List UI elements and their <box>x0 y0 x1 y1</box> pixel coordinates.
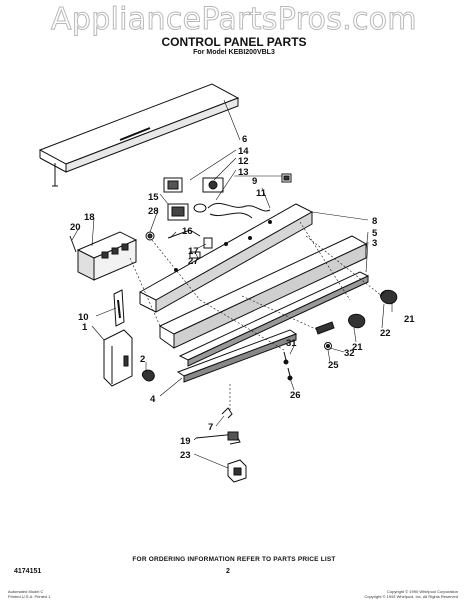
part-15-switch <box>145 203 189 241</box>
diagram-title: CONTROL PANEL PARTS <box>161 35 307 49</box>
part-4-bottom-strip <box>176 329 298 383</box>
part-23-connector <box>227 459 247 483</box>
callout-19: 19 <box>180 436 191 447</box>
copyright-line-2: Copyright © 1993 Whirlpool, Inc. All Rig… <box>364 593 458 599</box>
part-13-wire-element <box>193 202 271 219</box>
callout-8: 8 <box>372 216 377 227</box>
callout-31: 31 <box>286 338 297 349</box>
callout-7: 7 <box>208 422 213 433</box>
callout-22: 22 <box>380 328 391 339</box>
callout-32: 32 <box>344 348 355 359</box>
callout-3: 3 <box>372 238 377 249</box>
callout-12: 12 <box>238 156 249 167</box>
part-10-bracket <box>113 289 125 327</box>
callout-25: 25 <box>328 360 339 371</box>
callout-18: 18 <box>84 212 95 223</box>
callout-4: 4 <box>150 394 156 405</box>
part-18-control-module <box>69 231 138 281</box>
callout-26: 26 <box>290 390 301 401</box>
part-16-bracket <box>167 229 213 259</box>
part-22-end-cap <box>379 289 398 305</box>
part-21-end-cap <box>348 313 366 329</box>
part-1-end-panel <box>103 329 133 387</box>
part-6-trim-strip <box>38 83 240 187</box>
callout-16: 16 <box>182 226 193 237</box>
print-info: Automated Model C Printed U.S.A. Printed… <box>8 589 51 599</box>
part-26-screws <box>283 351 293 381</box>
part-14-knob-housing <box>163 177 224 193</box>
callout-10: 10 <box>78 312 89 323</box>
part-5-end-cap-strip <box>178 271 370 367</box>
watermark: AppliancePartsPros.com <box>51 2 418 38</box>
callout-1: 1 <box>82 322 88 333</box>
leader-lines <box>71 99 393 469</box>
callout-5: 5 <box>372 228 378 239</box>
part-19-harness <box>195 431 241 445</box>
part-32-bracket <box>315 321 335 350</box>
print-info-line-1: Automated Model C <box>8 589 44 594</box>
copyright-line-1: Copyright © 1990 Whirlpool Corporation <box>387 589 458 594</box>
page-number: 2 <box>226 568 230 575</box>
part-2-end-cap <box>141 369 155 382</box>
callout-23: 23 <box>180 450 191 461</box>
callout-27: 27 <box>188 256 199 267</box>
print-info-line-2: Printed U.S.A. Printed 1 <box>8 593 51 599</box>
callout-9: 9 <box>252 176 257 187</box>
part-3-trim-glass <box>158 235 368 349</box>
document-number: 4174151 <box>14 568 42 575</box>
copyright: Copyright © 1990 Whirlpool Corporation C… <box>364 589 458 599</box>
ordering-note: FOR ORDERING INFORMATION REFER TO PARTS … <box>132 556 336 563</box>
callout-20: 20 <box>70 222 81 233</box>
model-label: For Model KEBI200VBL3 <box>193 49 275 56</box>
callout-6: 6 <box>242 134 247 145</box>
callout-28: 28 <box>148 206 159 217</box>
part-9-clip <box>281 173 292 183</box>
callout-13: 13 <box>238 167 249 178</box>
callout-17: 17 <box>188 246 199 257</box>
callout-11: 11 <box>256 188 267 199</box>
part-7-clip <box>221 407 233 419</box>
callout-15: 15 <box>148 192 159 203</box>
callout-21-lower: 21 <box>352 342 363 353</box>
callout-21-right: 21 <box>404 314 415 325</box>
callout-2: 2 <box>140 354 145 365</box>
callout-labels: 6 14 12 13 9 11 15 28 16 18 20 17 27 8 5… <box>70 134 415 461</box>
callout-14: 14 <box>238 146 249 157</box>
